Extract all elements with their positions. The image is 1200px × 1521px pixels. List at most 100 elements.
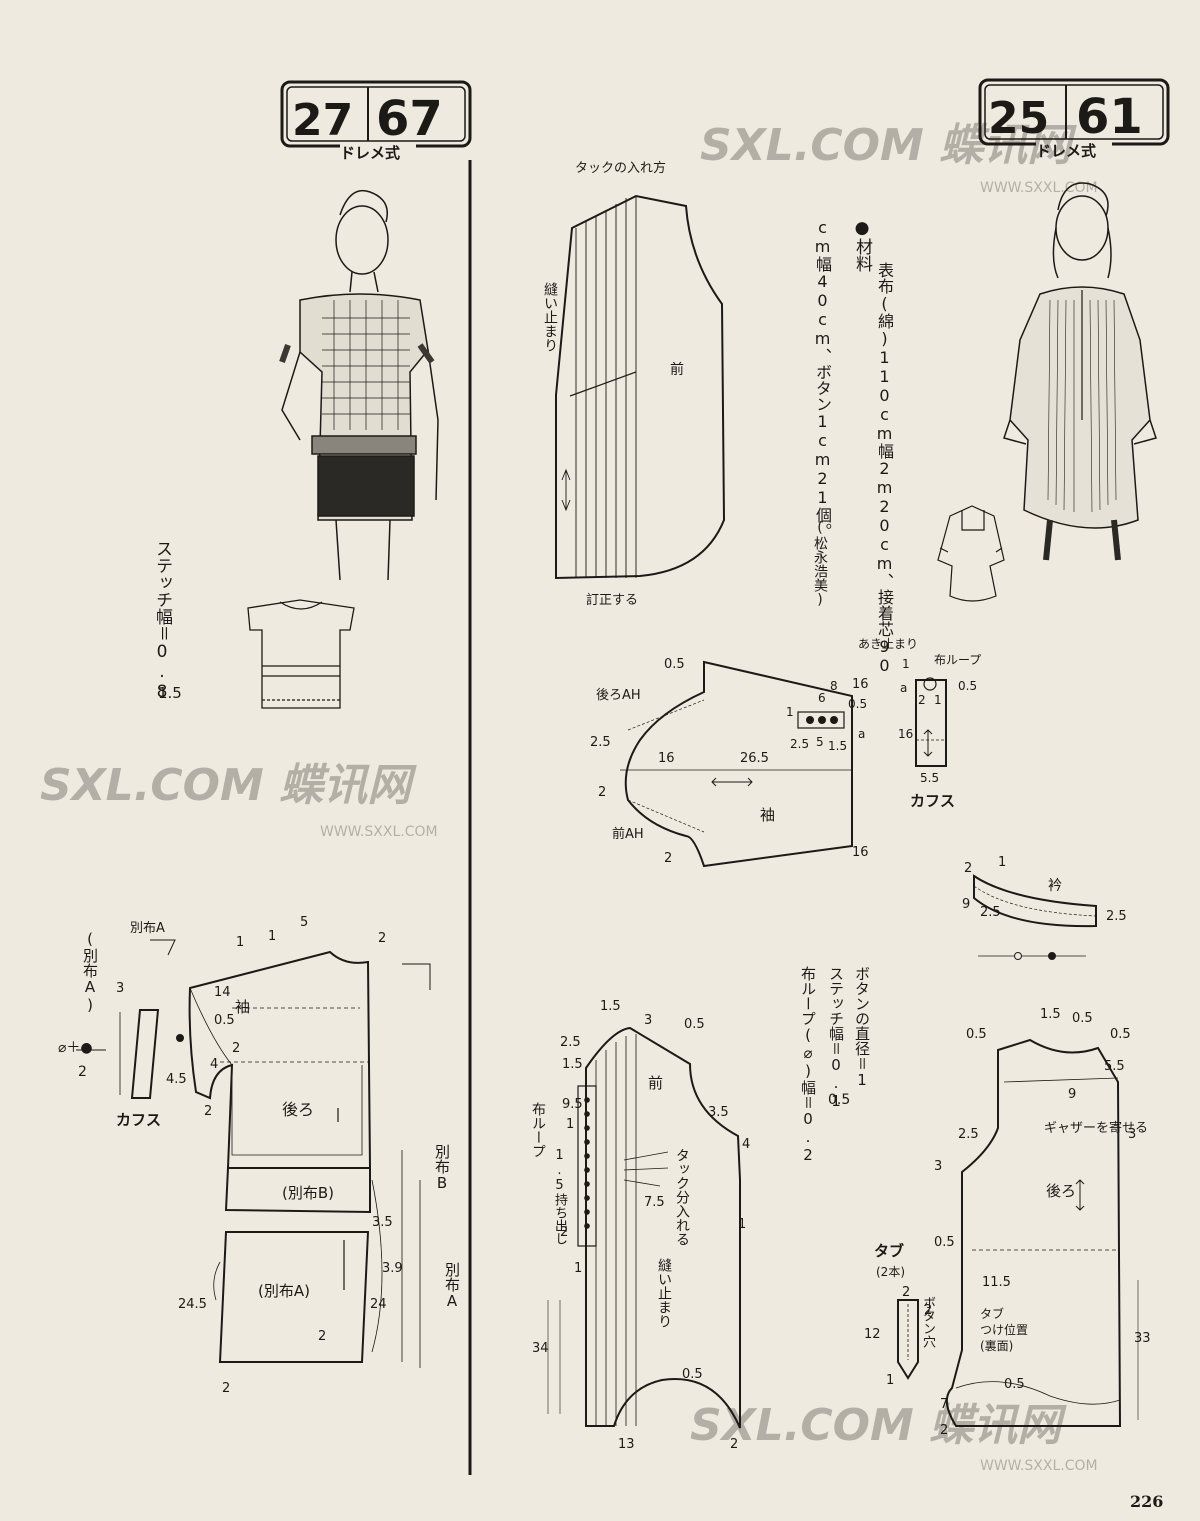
front-m7: 3.5 [708, 1105, 729, 1120]
left-back-label: 後ろ [282, 1100, 314, 1119]
back-m6: 2.5 [958, 1127, 979, 1142]
back-m13: 2 [940, 1423, 948, 1438]
right-method: ドレメ式 [1036, 142, 1096, 160]
left-item-number: 67 [376, 91, 443, 147]
cuffs-pattern [915, 677, 947, 767]
left-back-view [247, 599, 355, 709]
front-m16: 2 [730, 1437, 738, 1452]
stitch-width-note: ステッチ幅＝0.8 [152, 540, 172, 702]
collar-m1: 1 [998, 855, 1006, 870]
tab-labels: タブ (2本) 2 2 12 1 [864, 1242, 932, 1388]
left-measure-1: 1 [268, 929, 276, 944]
watermark-brand-bottom: SXL.COM 蝶讯网 [690, 1400, 1067, 1451]
left-measure-0: 1 [236, 935, 244, 950]
left-measure-14: 2 [318, 1329, 326, 1344]
left-measure-10: 3.5 [372, 1215, 393, 1230]
sleeve-m9: 6 [818, 691, 826, 705]
left-measure-13: 24 [370, 1297, 387, 1312]
cuffs-opening-stop: あき止まり [858, 637, 918, 651]
page-number: 226 [1130, 1492, 1164, 1511]
sleeve-pattern [620, 660, 853, 868]
left-measure-15: 2 [222, 1381, 230, 1396]
left-measure-3: 2 [378, 931, 386, 946]
front-hold-label: 1.5持ち出し [552, 1148, 567, 1245]
left-measure-2: 5 [300, 915, 308, 930]
left-pattern-labels: 袖 後ろ (別布B) (別布A) カフス 別布A ⌀＋● 2 1 1 5 2 1… [58, 915, 403, 1396]
back-gather-label: ギャザーを寄せる [1044, 1120, 1148, 1136]
back-m8: 3 [1128, 1127, 1136, 1142]
button-note-2: ステッチ幅＝0.1 [827, 966, 845, 1110]
tab-position-1: タブ [980, 1306, 1004, 1321]
front-m5: 9.5 [562, 1097, 583, 1112]
left-page-badge: 27 67 ドレメ式 [280, 80, 472, 162]
left-fabric-a-label: (別布A) [258, 1282, 310, 1300]
collar-label: 衿 [1048, 878, 1062, 894]
tab-m2: 12 [864, 1327, 881, 1342]
left-page-number: 27 [292, 95, 353, 146]
sleeve-m14: 1.5 [828, 739, 847, 753]
watermark-group: SXL.COM 蝶讯网 WWW.SXXL.COM SXL.COM 蝶讯网 WWW… [40, 120, 1098, 1474]
left-measure-9: 2 [204, 1104, 212, 1119]
collar-labels: 衿 2 1 9 2.5 2.5 [962, 855, 1127, 924]
front-m0: 1.5 [600, 999, 621, 1014]
left-measure-5: 0.5 [214, 1013, 235, 1028]
sleeve-m11: 0.5 [848, 697, 867, 711]
right-page-number: 25 [988, 93, 1049, 144]
front-bodice-pattern [547, 1026, 741, 1429]
back-m2: 0.5 [966, 1027, 987, 1042]
front-bodice-labels: 前 1.5 3 0.5 2.5 1.5 9.5 1 3.5 4 7.5 1 2 … [532, 999, 750, 1452]
left-measure-11: 3.9 [382, 1261, 403, 1276]
sleeve-label: 袖 [760, 806, 775, 824]
watermark-url-bottom: WWW.SXXL.COM [980, 1458, 1098, 1474]
back-m7: 3 [934, 1159, 942, 1174]
tab-m0: 2 [902, 1285, 910, 1300]
sleeve-m4: 2 [598, 785, 606, 800]
collar-m2: 9 [962, 897, 970, 912]
back-m10: 11.5 [982, 1275, 1011, 1290]
collar-m3: 2.5 [980, 905, 1001, 920]
front-m2: 0.5 [684, 1017, 705, 1032]
cuffs-m4: 0.5 [958, 679, 977, 693]
back-bodice-pattern [945, 1038, 1139, 1427]
button-note-4: 布ループ(⌀)幅＝0.2 [799, 966, 817, 1164]
left-fabric-b-label: (別布B) [282, 1184, 334, 1202]
front-m4: 1.5 [562, 1057, 583, 1072]
cuffs-m3: 1 [934, 693, 942, 707]
tab-m1: 2 [924, 1303, 932, 1318]
back-m12: 0.5 [1004, 1377, 1025, 1392]
sleeve-m12: 2.5 [790, 737, 809, 751]
cuff-formula-top: ⌀＋● [58, 1040, 93, 1056]
tab-position-3: (裏面) [980, 1338, 1013, 1353]
left-measure-6: 2 [232, 1041, 240, 1056]
front-m10: 1 [738, 1217, 746, 1232]
back-m9: 0.5 [934, 1235, 955, 1250]
front-m9: 7.5 [644, 1195, 665, 1210]
tuck-stop-label: 縫い止まり [542, 282, 558, 352]
front-loop-label: 布ループ [530, 1102, 546, 1158]
sleeve-m13: 5 [816, 735, 824, 749]
front-tuck-in-label: タック分入れる [674, 1148, 690, 1246]
left-measure-8: 4.5 [166, 1072, 187, 1087]
sleeve-front-ah: 前AH [612, 826, 644, 842]
left-fabric-a-top-label: 別布A [130, 921, 165, 936]
cuffs-m6: 5.5 [920, 771, 939, 785]
left-measure-12: 24.5 [178, 1297, 207, 1312]
stitch-width-note-2: 1.5 [158, 684, 182, 702]
tuck-correct-label: 訂正する [586, 592, 638, 608]
back-m3: 0.5 [1110, 1027, 1131, 1042]
tab-buttonhole-label: ボタン穴 [920, 1296, 935, 1348]
back-m4: 5.5 [1104, 1059, 1125, 1074]
back-m1: 0.5 [1072, 1011, 1093, 1026]
back-m14: 7 [940, 1397, 948, 1412]
watermark-url-mid: WWW.SXXL.COM [320, 824, 438, 840]
back-m5: 9 [1068, 1087, 1076, 1102]
sleeve-m2: 16 [658, 751, 675, 766]
collar-m0: 2 [964, 861, 972, 876]
watermark-url-top: WWW.SXXL.COM [980, 180, 1098, 196]
button-note-3: 0.5 [828, 1092, 851, 1108]
fabric-a-side-label: 別布A [443, 1262, 461, 1310]
front-m11: 2 [560, 1225, 568, 1240]
back-m0: 1.5 [1040, 1007, 1061, 1022]
